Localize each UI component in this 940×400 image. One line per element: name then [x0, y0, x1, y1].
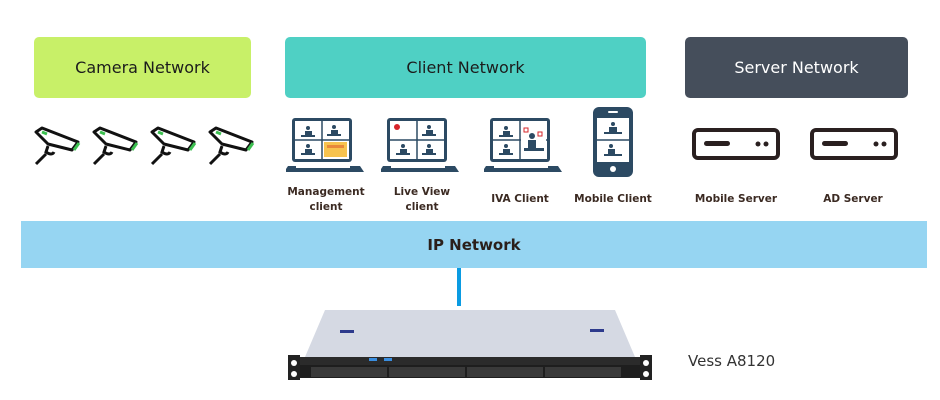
laptop-management-icon — [286, 118, 365, 173]
mobile-server-label: Mobile Server — [694, 193, 778, 205]
server-icon — [810, 128, 898, 160]
camera-icon — [92, 126, 139, 166]
camera-icon — [208, 126, 255, 166]
server-network-title: Server Network — [734, 58, 859, 77]
laptop-iva-icon — [484, 118, 563, 173]
camera-row — [34, 126, 255, 166]
mobile-client-label: Mobile Client — [574, 193, 652, 205]
camera-network-box: Camera Network — [34, 37, 251, 98]
camera-icon — [34, 126, 81, 166]
connection-line — [457, 268, 461, 306]
client-network-box: Client Network — [285, 37, 646, 98]
ad-server-label: AD Server — [823, 193, 883, 205]
appliance-label: Vess A8120 — [688, 352, 776, 370]
ip-network-title: IP Network — [427, 235, 521, 254]
client-network-title: Client Network — [406, 58, 525, 77]
server-icon — [692, 128, 780, 160]
smartphone-icon — [593, 107, 633, 177]
server-network-box: Server Network — [685, 37, 908, 98]
iva-client-label: IVA Client — [491, 193, 549, 205]
nvr-appliance-image — [288, 310, 652, 380]
camera-icon — [150, 126, 197, 166]
ip-network-bar: IP Network — [21, 221, 927, 268]
camera-network-title: Camera Network — [75, 58, 210, 77]
laptop-live-view-icon — [381, 118, 460, 173]
